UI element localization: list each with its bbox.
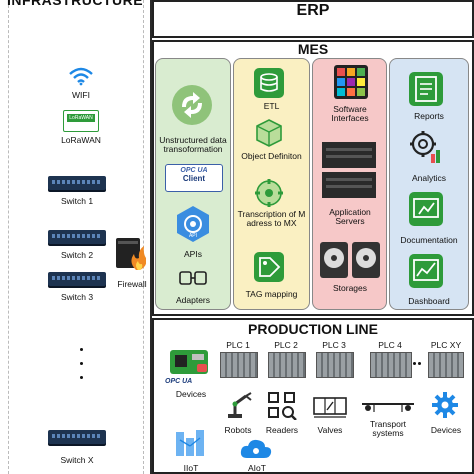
switch-1-label: Switch 1 [60, 196, 94, 206]
dashboard-icon [409, 254, 443, 288]
plc-xy-icon [428, 352, 464, 378]
mes-title: MES [297, 41, 329, 57]
adapters-label: Adapters [175, 295, 211, 305]
erp-panel [152, 0, 474, 38]
data-transform-icon [172, 85, 212, 125]
tag-mapping-icon [254, 252, 284, 282]
switch-1-icon [48, 176, 106, 190]
plc-2-label: PLC 2 [274, 340, 298, 350]
unstructured-label: Unstructured data transoformation [159, 135, 227, 154]
software-interfaces-icon [334, 65, 368, 99]
storages-label: Storages [332, 283, 368, 293]
api-badge: API [189, 233, 197, 239]
dot [418, 362, 421, 365]
lorawan-icon: LoRaWAN [63, 110, 99, 132]
switch-2-icon [48, 230, 106, 244]
plc-2-icon [268, 352, 306, 378]
switch-3-label: Switch 3 [60, 292, 94, 302]
transcription-icon [255, 179, 283, 207]
qr-reader-icon [268, 392, 297, 420]
application-servers-icon [322, 142, 376, 198]
switch-x-label: Switch X [60, 455, 94, 465]
infrastructure-boundary [8, 0, 144, 474]
etl-icon [254, 68, 284, 98]
opcua-client-label: Client [182, 174, 206, 183]
valves-label: Valves [317, 425, 343, 435]
object-definition-icon [256, 119, 282, 147]
apis-label: APIs [184, 249, 202, 259]
switch-3-icon [48, 272, 106, 286]
opcua-logo-production: OPC UA [165, 378, 193, 385]
iiot-label: IIoT [183, 463, 199, 473]
production-line-title: PRODUCTION LINE [248, 321, 378, 337]
software-interfaces-label: Software Interfaces [331, 104, 369, 123]
etl-label: ETL [263, 101, 280, 111]
reports-label: Reports [414, 111, 444, 121]
devices-2-label: Devices [430, 425, 462, 435]
storages-icon [320, 242, 380, 278]
dot [80, 348, 83, 351]
opcua-logo: OPC UA [180, 167, 208, 174]
switch-2-label: Switch 2 [60, 250, 94, 260]
erp-title: ERP [296, 2, 330, 19]
wifi-label: WIFI [72, 90, 90, 100]
dot [80, 362, 83, 365]
wifi-icon [69, 67, 93, 86]
object-definition-label: Object Definiton [241, 151, 302, 161]
plc-xy-label: PLC XY [430, 340, 462, 350]
robot-arm-icon [228, 392, 252, 418]
plc-4-label: PLC 4 [378, 340, 402, 350]
opcua-client-box: OPC UA Client [165, 164, 223, 192]
aiot-cloud-icon [240, 439, 272, 458]
dot [80, 376, 83, 379]
devices-label: Devices [175, 389, 207, 399]
valve-icon [313, 397, 347, 418]
firewall-label: Firewall [117, 279, 147, 289]
plc-3-icon [316, 352, 354, 378]
conveyor-icon [362, 403, 414, 412]
gear-icon [432, 392, 458, 418]
lorawan-badge: LoRaWAN [67, 114, 95, 122]
plc-1-label: PLC 1 [226, 340, 250, 350]
robots-label: Robots [224, 425, 252, 435]
reports-icon [409, 72, 443, 106]
plc-3-label: PLC 3 [322, 340, 346, 350]
plc-4-icon [370, 352, 412, 378]
readers-label: Readers [265, 425, 299, 435]
transcription-label: Transcription of M adress to MX [237, 209, 306, 228]
devices-board-icon [170, 350, 208, 374]
plc-1-icon [220, 352, 258, 378]
dashboard-label: Dashboard [408, 296, 450, 306]
analytics-icon [410, 131, 440, 163]
iiot-icon [176, 430, 204, 456]
documentation-icon [409, 192, 443, 226]
production-line-panel [152, 318, 474, 474]
aiot-label: AIoT [248, 463, 266, 473]
api-icon: API [177, 206, 209, 242]
application-servers-label: Application Servers [329, 207, 371, 226]
infrastructure-title: INFRASTRUCTURE [6, 0, 144, 8]
dot [413, 362, 416, 365]
tag-mapping-label: TAG mapping [245, 289, 298, 299]
lorawan-label: LoRaWAN [61, 135, 101, 145]
documentation-label: Documentation [400, 235, 458, 245]
adapters-icon [179, 271, 207, 285]
switch-x-icon [48, 430, 106, 444]
analytics-label: Analytics [411, 173, 446, 183]
transport-systems-label: Transport systems [369, 419, 407, 438]
firewall-icon [116, 238, 146, 270]
